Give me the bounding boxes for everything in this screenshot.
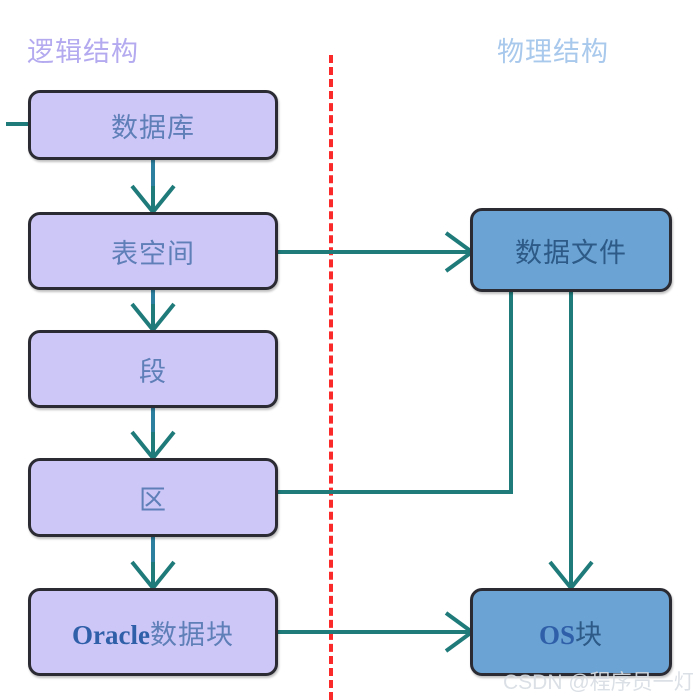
node-oracle-block-label: Oracle数据块 — [72, 613, 234, 652]
node-segment-label: 段 — [139, 356, 167, 387]
node-extent-label: 区 — [139, 485, 167, 515]
node-database[interactable]: 数据库 — [28, 90, 278, 160]
logical-physical-divider — [329, 55, 333, 700]
node-database-label: 数据库 — [111, 112, 195, 143]
node-os-block[interactable]: OS块 — [470, 588, 672, 676]
node-os-block-label-cjk: 块 — [575, 619, 604, 650]
crowsfoot-segment-extent — [130, 430, 176, 460]
connector-extent-datafile — [278, 292, 513, 494]
node-tablespace-label: 表空间 — [111, 238, 195, 269]
node-oracle-block-label-latin: Oracle — [72, 619, 150, 650]
node-datafile[interactable]: 数据文件 — [470, 208, 672, 292]
crowsfoot-extent-oracleblock — [130, 560, 176, 590]
crowsfoot-tablespace-datafile — [444, 231, 474, 273]
node-os-block-label: OS块 — [539, 613, 603, 652]
crowsfoot-database-tablespace — [130, 184, 176, 214]
section-title-logical: 逻辑结构 — [27, 37, 139, 67]
node-extent[interactable]: 区 — [28, 458, 278, 537]
node-oracle-block-label-cjk: 数据块 — [149, 619, 234, 650]
csdn-watermark: CSDN @程序员一灯 — [503, 671, 693, 694]
node-segment[interactable]: 段 — [28, 330, 278, 408]
crowsfoot-oracleblock-osblock — [444, 611, 474, 653]
node-oracle-block[interactable]: Oracle数据块 — [28, 588, 278, 676]
node-os-block-label-latin: OS — [538, 619, 576, 650]
crowsfoot-datafile-osblock — [548, 560, 594, 590]
section-title-physical: 物理结构 — [497, 37, 609, 67]
node-datafile-label: 数据文件 — [515, 237, 627, 268]
node-tablespace[interactable]: 表空间 — [28, 212, 278, 290]
crowsfoot-tablespace-segment — [130, 302, 176, 332]
